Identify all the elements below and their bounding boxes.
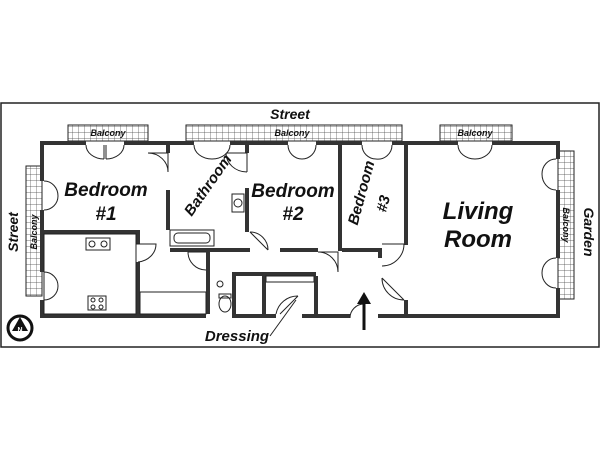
bedroom-2-number: #2 (282, 204, 304, 225)
balcony-left-label: Balcony (29, 214, 39, 250)
bedroom-2-label: Bedroom (251, 181, 335, 202)
living-room-label: Living (443, 198, 514, 225)
entrance-arrow-icon (357, 292, 371, 330)
dressing-leader-line (269, 299, 297, 337)
balcony-top-left-label: Balcony (90, 128, 126, 138)
living-room-label-line2: Room (444, 226, 512, 253)
balcony-top-right-label: Balcony (457, 128, 493, 138)
balcony-top-center-label: Balcony (274, 128, 310, 138)
bedroom-3-number: #3 (373, 193, 394, 214)
balcony-top-center (185, 124, 403, 142)
bedroom-1-label: Bedroom (64, 180, 148, 201)
street-left-label: Street (5, 211, 21, 252)
exterior-walls (40, 141, 560, 318)
toilet (218, 295, 232, 313)
compass-icon: N (6, 314, 34, 342)
balcony-top-right (439, 124, 513, 142)
dressing-label: Dressing (205, 328, 269, 345)
diagram-frame (0, 102, 600, 348)
garden-label: Garden (581, 207, 597, 256)
interior-walls (44, 145, 408, 314)
bathroom-sink (231, 193, 245, 213)
bedroom-3-label: Bedroom (345, 159, 378, 227)
stove (87, 295, 107, 311)
kitchen-counter (43, 233, 137, 315)
fixtures (43, 193, 315, 315)
bathroom-label: Bathroom (181, 152, 236, 220)
windows (43, 144, 557, 301)
balcony-right-label: Balcony (561, 207, 571, 243)
bathtub (169, 229, 215, 247)
compass-label: N (17, 327, 22, 334)
street-top-label: Street (270, 106, 311, 122)
kitchen-sink (85, 237, 111, 251)
bedroom-1-number: #1 (95, 204, 116, 225)
balcony-top-left (67, 124, 149, 142)
